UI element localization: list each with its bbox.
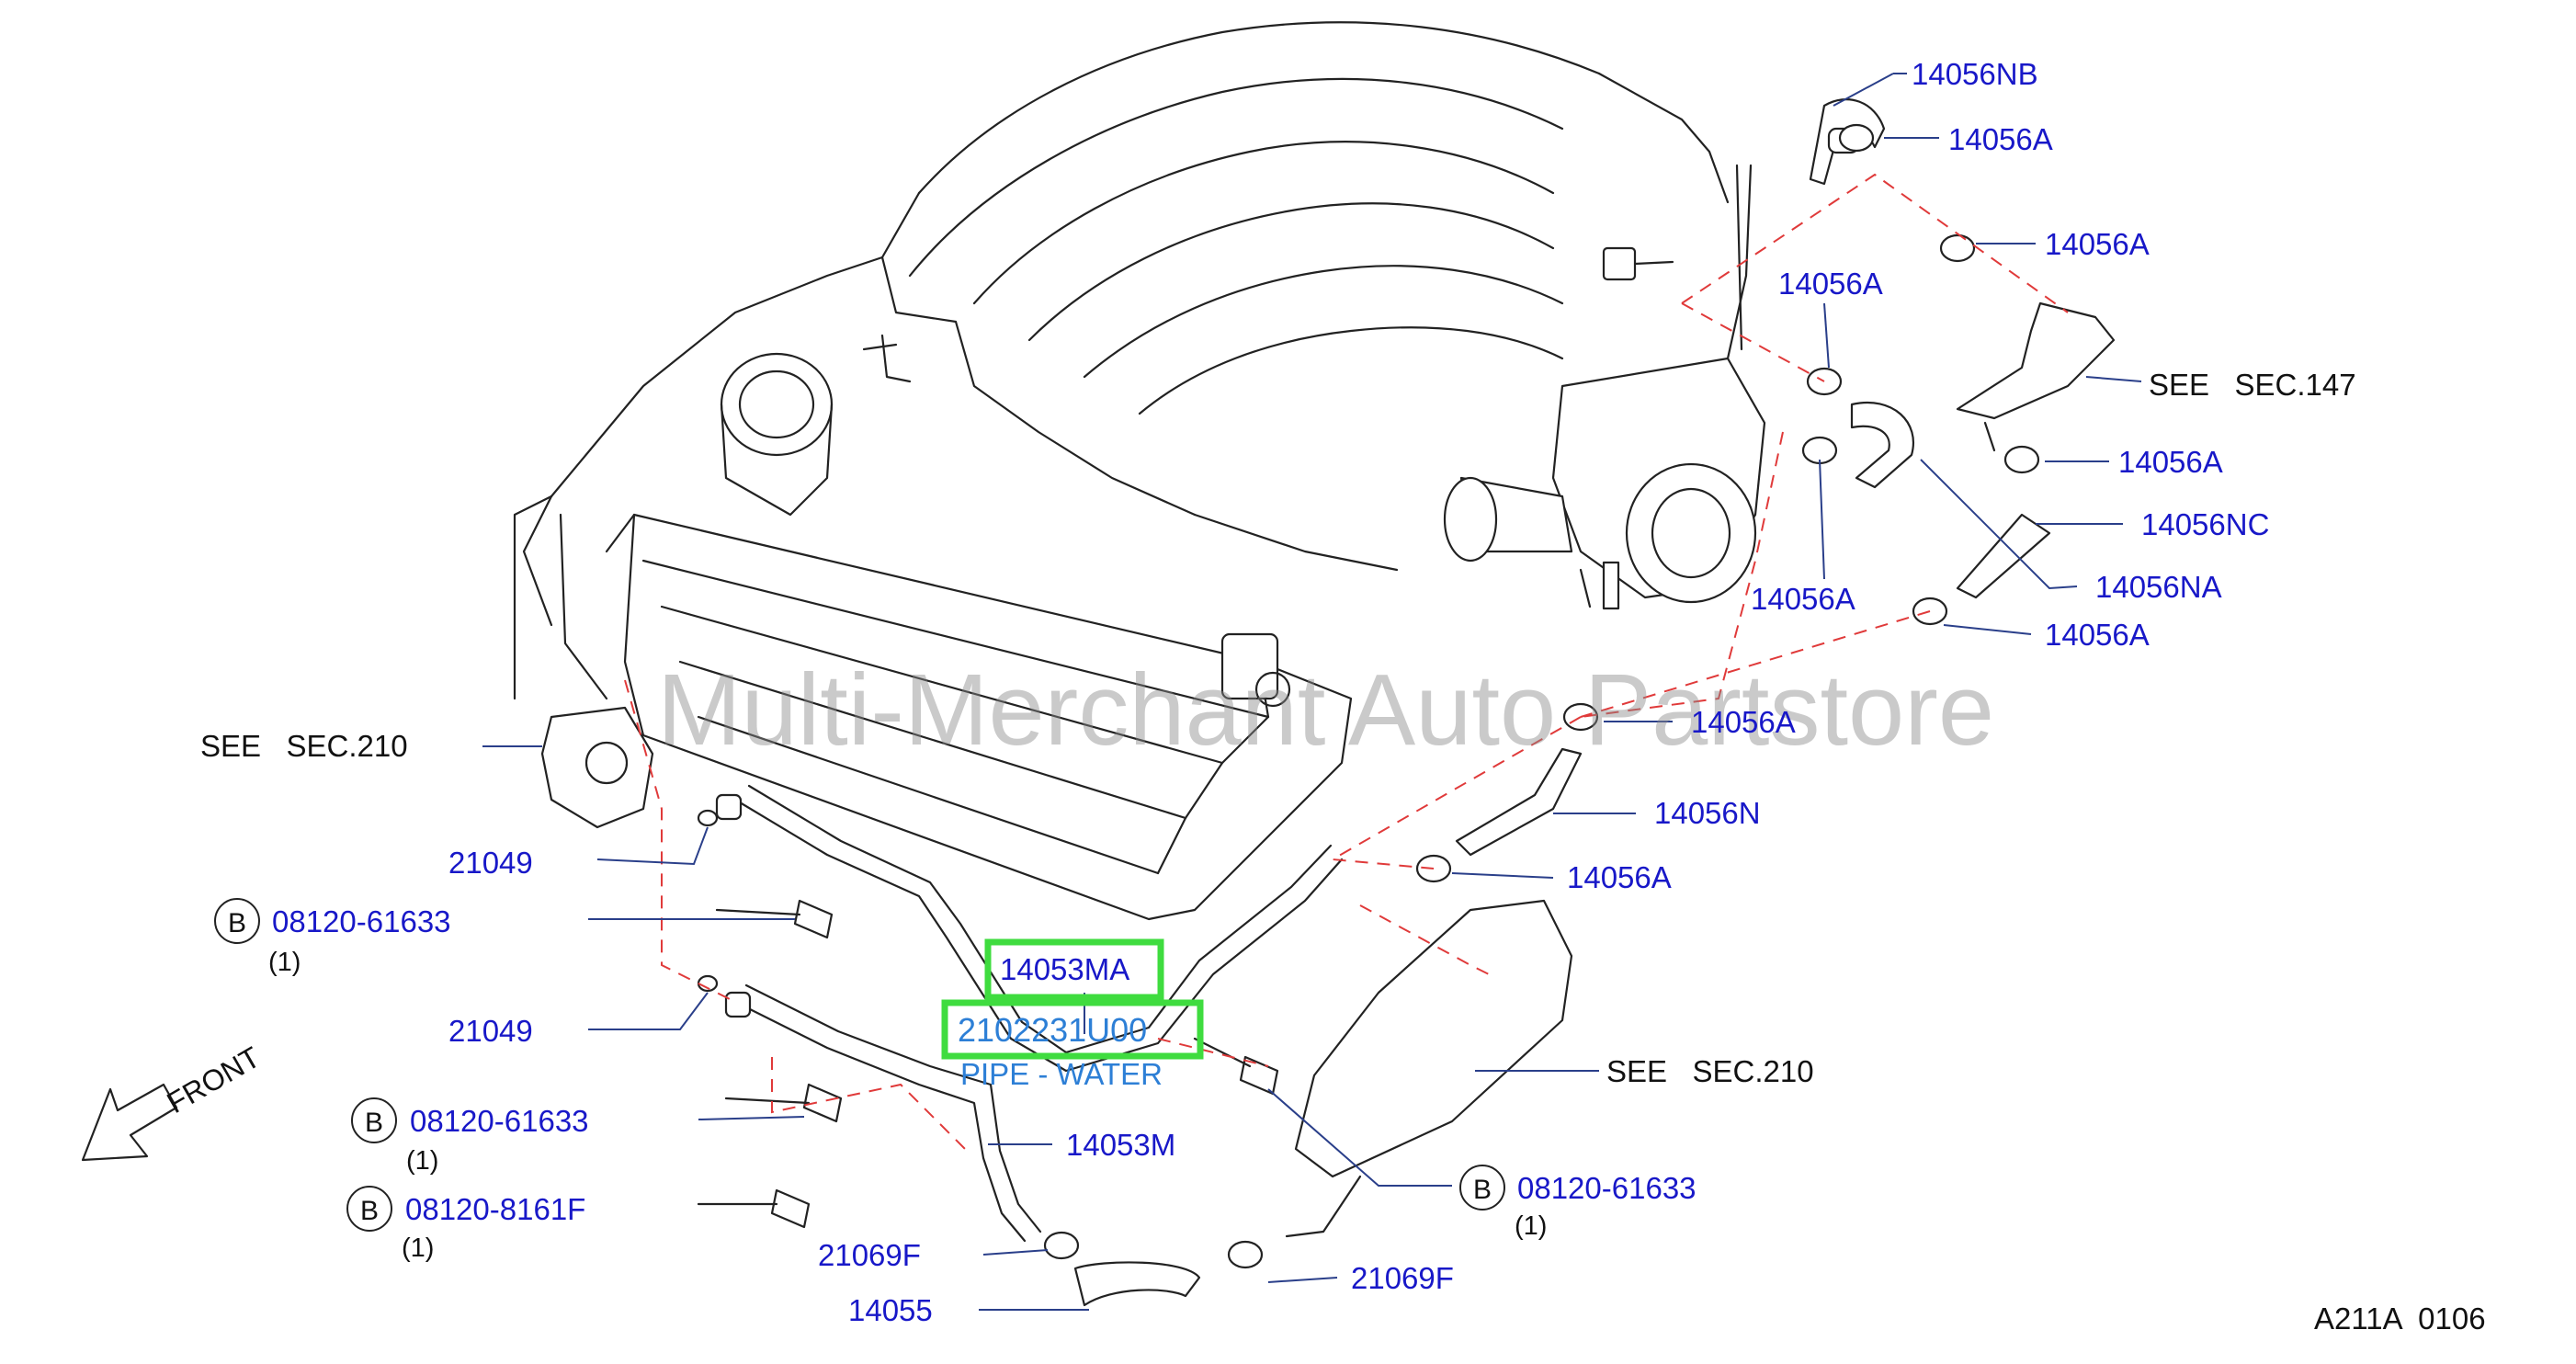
part-labels: 14056NB 14056A 14056A 14056A 14056A 1405… <box>448 57 2269 1327</box>
selected-part-name: PIPE - WATER <box>960 1057 1163 1091</box>
section-ref-210-right[interactable]: SEE SEC.210 <box>1606 1054 1814 1088</box>
bolt-part-number[interactable]: 08120-61633 <box>272 904 451 938</box>
bolt-marker-circle <box>214 898 260 944</box>
part-label-14056N[interactable]: 14056N <box>1654 796 1761 830</box>
bolt-callout-1[interactable]: B 08120-61633 (1) <box>214 898 451 977</box>
part-label-21069F[interactable]: 21069F <box>1351 1261 1454 1295</box>
bolt-quantity: (1) <box>1515 1211 1547 1241</box>
bolt-part-number[interactable]: 08120-61633 <box>410 1104 589 1138</box>
section-references: SEE SEC.147 SEE SEC.210 SEE SEC.210 <box>200 368 2356 1088</box>
bolt-marker-letter: B <box>360 1196 379 1226</box>
bolt-marker-letter: B <box>1473 1175 1492 1205</box>
part-label-14056A[interactable]: 14056A <box>1948 122 2053 156</box>
part-label-21069F[interactable]: 21069F <box>818 1238 921 1272</box>
part-label-selected[interactable]: 2102231U00 <box>958 1011 1147 1049</box>
engine-drawing <box>513 21 1766 921</box>
bolt-callout-4[interactable]: B 08120-61633 (1) <box>1459 1165 1697 1241</box>
part-label-14056NA[interactable]: 14056NA <box>2095 570 2222 604</box>
part-label-14053MA[interactable]: 14053MA <box>1000 952 1129 986</box>
section-ref-210-left[interactable]: SEE SEC.210 <box>200 729 408 763</box>
highlight-box-14053MA <box>984 938 1164 1001</box>
bolt-quantity: (1) <box>402 1233 434 1263</box>
diagram-code: A211A 0106 <box>2314 1301 2486 1336</box>
part-label-14056A[interactable]: 14056A <box>2118 445 2223 479</box>
part-label-14056A[interactable]: 14056A <box>1751 582 1855 616</box>
part-label-14056A[interactable]: 14056A <box>1567 860 1672 894</box>
bolt-callout-3[interactable]: B 08120-8161F (1) <box>346 1186 585 1263</box>
bolt-part-number[interactable]: 08120-8161F <box>405 1192 585 1226</box>
bolt-marker-circle <box>1459 1165 1505 1211</box>
part-label-14056NB[interactable]: 14056NB <box>1912 57 2038 91</box>
part-label-14056A[interactable]: 14056A <box>1691 705 1796 739</box>
part-label-14056NC[interactable]: 14056NC <box>2141 507 2269 541</box>
bolt-marker-circle <box>346 1186 392 1232</box>
front-label: FRONT <box>162 1040 266 1120</box>
part-label-21049[interactable]: 21049 <box>448 1014 533 1048</box>
bolt-marker-circle <box>351 1097 397 1143</box>
bolt-marker-letter: B <box>365 1108 383 1138</box>
part-label-21049[interactable]: 21049 <box>448 846 533 880</box>
bolt-part-number[interactable]: 08120-61633 <box>1517 1171 1697 1205</box>
assembly-dash-lines <box>624 173 2069 1150</box>
section-ref-147[interactable]: SEE SEC.147 <box>2149 368 2356 402</box>
part-label-14056A[interactable]: 14056A <box>2045 227 2150 261</box>
front-arrow-icon <box>81 1083 178 1162</box>
bolt-marker-letter: B <box>228 908 246 938</box>
bolt-quantity: (1) <box>406 1146 438 1176</box>
highlight-box-selected-part <box>941 999 1204 1060</box>
watermark-text: Multi-Merchant Auto Partstore <box>657 654 1994 767</box>
bolt-quantity: (1) <box>268 948 301 977</box>
part-label-14055[interactable]: 14055 <box>848 1293 933 1327</box>
part-label-14056A[interactable]: 14056A <box>1778 267 1883 301</box>
part-label-14053M[interactable]: 14053M <box>1066 1128 1175 1162</box>
part-label-14056A[interactable]: 14056A <box>2045 618 2150 652</box>
bolt-callout-2[interactable]: B 08120-61633 (1) <box>351 1097 589 1176</box>
leader-lines <box>482 73 2142 1311</box>
front-indicator: FRONT <box>81 1040 266 1162</box>
hoses-and-pipes <box>540 98 2116 1307</box>
